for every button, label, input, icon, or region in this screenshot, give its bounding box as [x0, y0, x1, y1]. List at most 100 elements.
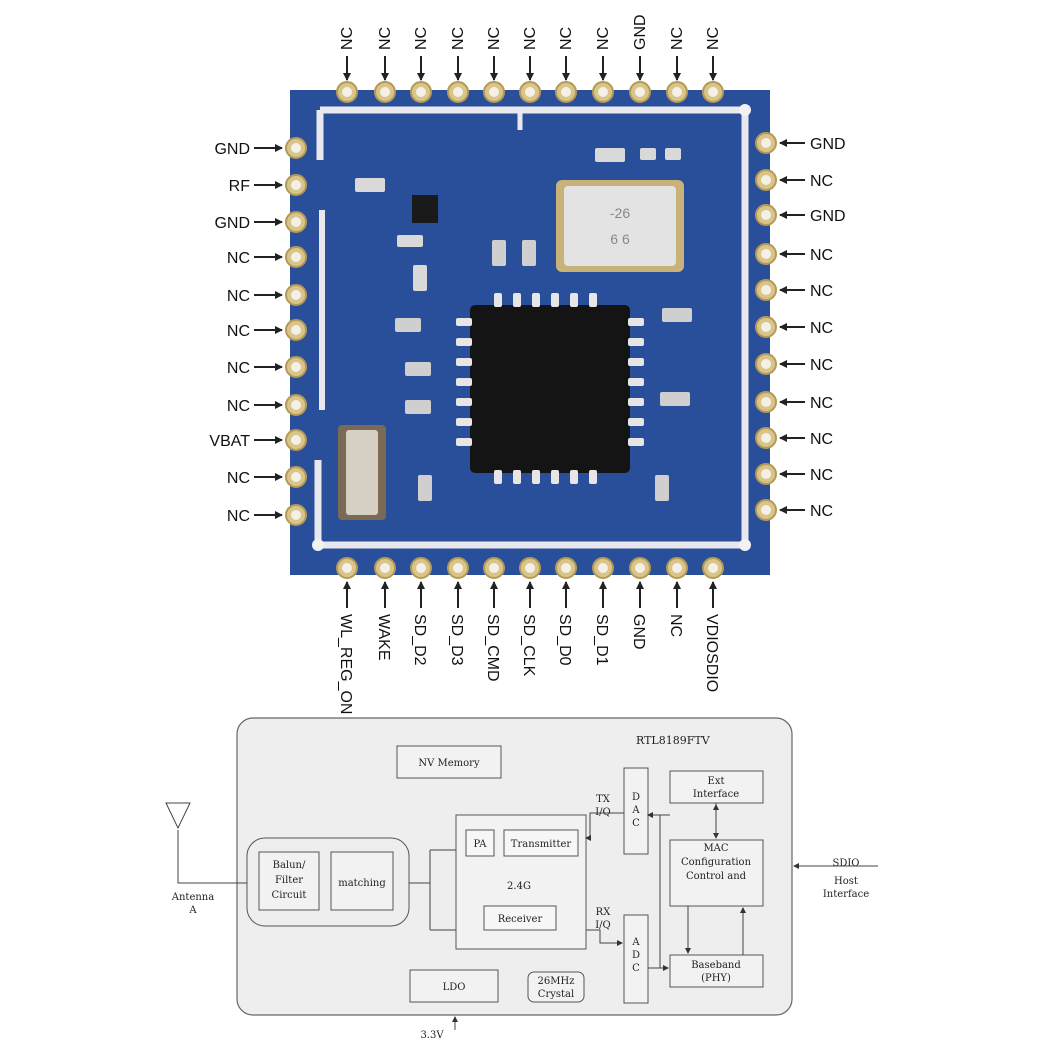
block-diagram: RTL8189FTV NV Memory Balun/ Filter Circu…	[165, 717, 878, 1041]
chip-lead	[628, 358, 644, 366]
chip-lead	[456, 378, 472, 386]
chip-lead	[628, 438, 644, 446]
resistor	[397, 235, 423, 247]
transmitter-block	[503, 829, 579, 857]
pad-bottom-5-hole	[525, 563, 535, 573]
pad-bottom-0-hole	[342, 563, 352, 573]
pin-label-bottom-5: SD_CLK	[520, 614, 537, 677]
pad-bottom-10-hole	[708, 563, 718, 573]
resistor	[418, 475, 432, 501]
pin-label-left-7: NC	[227, 398, 250, 415]
chip-leads	[456, 293, 644, 484]
band-label: 2.4G	[507, 881, 531, 892]
pin-label-right-1: NC	[810, 173, 833, 190]
pad-top-9-hole	[672, 87, 682, 97]
chip-lead	[494, 470, 502, 484]
antenna-label-1: Antenna	[171, 892, 214, 903]
pa-block	[465, 829, 495, 857]
power-label: 3.3V	[420, 1030, 444, 1041]
crystal-block	[527, 971, 585, 1003]
chip-name: RTL8189FTV	[636, 734, 711, 747]
pad-left-3-hole	[291, 252, 301, 262]
resistor	[522, 240, 536, 266]
sdio-label-1: SDIO	[832, 858, 859, 869]
pad-bottom-3-hole	[453, 563, 463, 573]
chip-lead	[456, 418, 472, 426]
pin-label-top-7: NC	[595, 27, 612, 50]
pin-label-left-9: NC	[227, 470, 250, 487]
pin-label-right-0: GND	[810, 136, 846, 153]
dac-letter-3: C	[632, 818, 640, 829]
resistor	[655, 475, 669, 501]
ldo-label: LDO	[443, 982, 466, 993]
resistor	[595, 148, 625, 162]
transmitter-label: Transmitter	[511, 839, 572, 850]
chip-lead	[570, 293, 578, 307]
baseband-block	[669, 954, 764, 988]
pin-label-bottom-6: SD_D0	[556, 614, 573, 666]
pin-label-top-3: NC	[450, 27, 467, 50]
ext-interface-label-2: Interface	[693, 789, 739, 800]
pad-right-9-hole	[761, 469, 771, 479]
pad-top-4-hole	[489, 87, 499, 97]
mac-label-3: Control and	[686, 871, 747, 882]
resistor	[405, 400, 431, 414]
pin-label-bottom-0: WL_REG_ON	[337, 614, 354, 714]
matching-block	[330, 851, 394, 911]
pin-label-top-5: NC	[522, 27, 539, 50]
pin-label-left-2: GND	[214, 215, 250, 232]
pin-label-left-0: GND	[214, 141, 250, 158]
pad-top-2-hole	[416, 87, 426, 97]
ldo-block	[409, 969, 499, 1003]
dac-letter-1: D	[632, 792, 640, 803]
pin-label-right-5: NC	[810, 320, 833, 337]
pad-right-4-hole	[761, 285, 771, 295]
pin-label-right-2: GND	[810, 208, 846, 225]
rx-label-2: I/Q	[595, 920, 611, 931]
connections	[177, 803, 878, 1030]
pad-left-8-hole	[291, 435, 301, 445]
crystal-marking-1: -26	[610, 205, 630, 221]
resistor	[665, 148, 681, 160]
pad-left-4-hole	[291, 290, 301, 300]
adc-letter-2: D	[632, 950, 640, 961]
dac-to-tx	[585, 812, 624, 841]
chip-lead	[551, 293, 559, 307]
chip-lead	[628, 338, 644, 346]
chip-lead	[456, 398, 472, 406]
diode	[412, 195, 438, 223]
pad-bottom-1-hole	[380, 563, 390, 573]
pad-top-6-hole	[561, 87, 571, 97]
rf-frontend-group	[246, 837, 410, 927]
receiver-block	[483, 905, 557, 931]
resistor	[492, 240, 506, 266]
chip-lead	[628, 318, 644, 326]
pad-left-6-hole	[291, 362, 301, 372]
pin-label-bottom-7: SD_D1	[593, 614, 610, 666]
rx-to-adc	[586, 929, 623, 946]
receiver-label: Receiver	[498, 914, 543, 925]
pad-bottom-8-hole	[635, 563, 645, 573]
pad-top-8-hole	[635, 87, 645, 97]
wifi-module-board: -26 6 6	[285, 81, 777, 579]
pin-label-right-10: NC	[810, 503, 833, 520]
pad-bottom-7-hole	[598, 563, 608, 573]
pin-label-bottom-3: SD_D3	[448, 614, 465, 666]
chip-lead	[628, 418, 644, 426]
chip-lead	[456, 438, 472, 446]
pad-top-5-hole	[525, 87, 535, 97]
resistor	[355, 178, 385, 192]
pin-label-right-3: NC	[810, 247, 833, 264]
resistor	[395, 318, 421, 332]
nv-memory-block	[396, 745, 502, 779]
pad-right-10-hole	[761, 505, 771, 515]
pad-bottom-4-hole	[489, 563, 499, 573]
pad-left-7-hole	[291, 400, 301, 410]
chip-lead	[456, 318, 472, 326]
resistor	[405, 362, 431, 376]
pad-top-1-hole	[380, 87, 390, 97]
crystal-marking-2: 6 6	[610, 231, 630, 247]
pin-label-right-9: NC	[810, 467, 833, 484]
